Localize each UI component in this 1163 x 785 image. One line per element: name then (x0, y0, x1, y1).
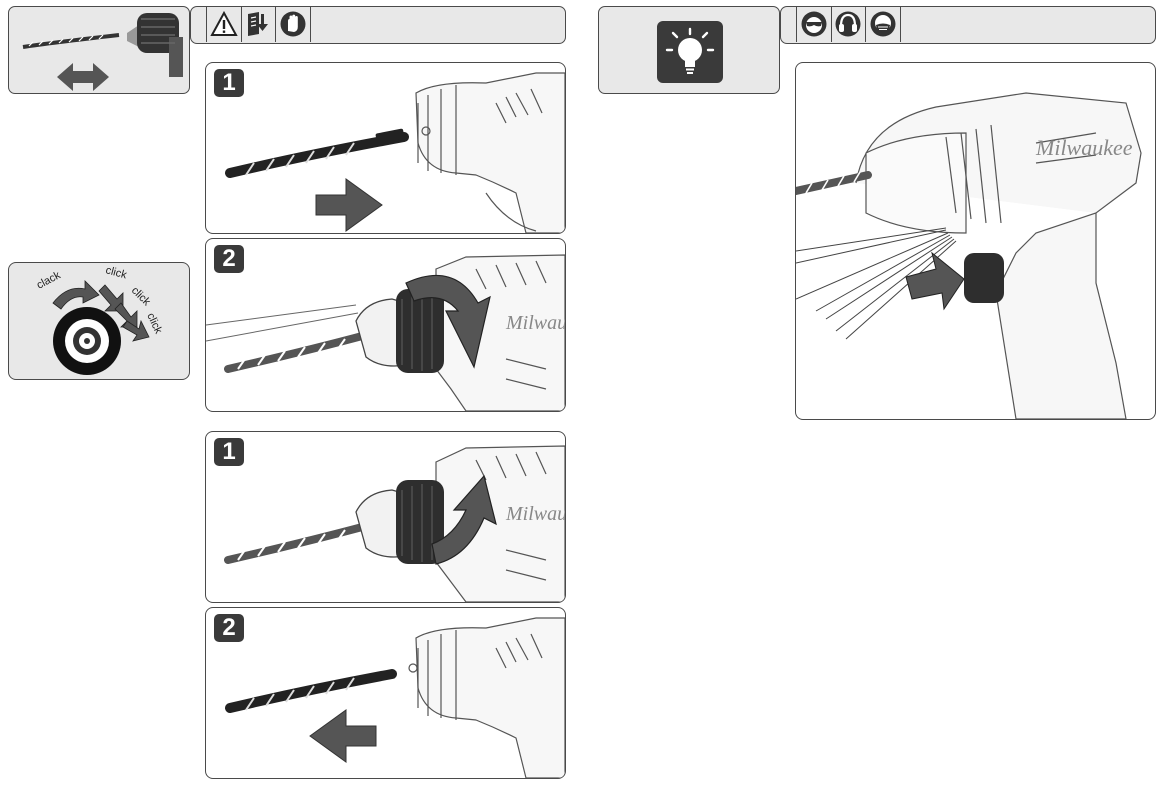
tighten-arrow (405, 274, 491, 369)
double-arrow-icon (57, 63, 109, 91)
click-label-1: click (104, 264, 128, 281)
chuck (355, 289, 444, 373)
trigger-button (964, 253, 1004, 303)
bit-insert-removal-tab (8, 6, 190, 94)
drill-illustration (415, 72, 565, 233)
insert-arrow (315, 178, 383, 232)
drill-bit (796, 171, 872, 195)
chuck-end-view (53, 307, 121, 375)
ear-protection-icon (831, 6, 866, 42)
drill-bit (224, 331, 370, 373)
read-manual-icon (241, 6, 276, 42)
gloves-icon (276, 6, 311, 42)
svg-text:Milwaukee: Milwaukee (1035, 135, 1133, 160)
svg-text:Milwaukee: Milwaukee (505, 312, 565, 334)
insert-step-2-panel: 2 Milwaukee (205, 238, 566, 412)
click-label-3: click (144, 311, 164, 336)
warning-icon (206, 6, 242, 42)
work-light-panel: Milwaukee (795, 62, 1156, 420)
drill-illustration: Milwaukee (435, 254, 565, 411)
step-badge: 2 (214, 245, 244, 273)
press-trigger-arrow (905, 251, 965, 311)
step-badge: 1 (214, 438, 244, 466)
tip-tab (598, 6, 780, 94)
dust-mask-icon (866, 6, 901, 42)
step-badge: 2 (214, 614, 244, 642)
drill-bit (225, 128, 409, 178)
drill-bit-small-icon (22, 33, 120, 49)
left-header-icons (206, 6, 346, 44)
click-label-2: click (129, 285, 153, 309)
drill-illustration: Milwaukee (855, 92, 1142, 419)
svg-text:Milwaukee: Milwaukee (505, 503, 565, 525)
insert-step-1-panel: 1 (205, 62, 566, 234)
chuck-click-callout: clack click click click (8, 262, 190, 380)
eye-protection-icon (796, 6, 832, 42)
right-header-icons (796, 6, 936, 44)
step-badge: 1 (214, 69, 244, 97)
remove-arrow (309, 709, 377, 763)
drill-bit (224, 522, 370, 564)
remove-step-1-panel: 1 Milwaukee (205, 431, 566, 603)
chuck (355, 480, 444, 564)
remove-step-2-panel: 2 (205, 607, 566, 779)
loosen-arrow (431, 474, 497, 565)
drill-illustration (408, 617, 565, 778)
lightbulb-icon (657, 21, 723, 83)
chuck-small-icon (127, 13, 183, 77)
drill-illustration: Milwaukee (435, 445, 565, 602)
clack-label: clack (35, 269, 63, 292)
drill-bit (225, 669, 397, 713)
click-arrows (52, 280, 150, 342)
